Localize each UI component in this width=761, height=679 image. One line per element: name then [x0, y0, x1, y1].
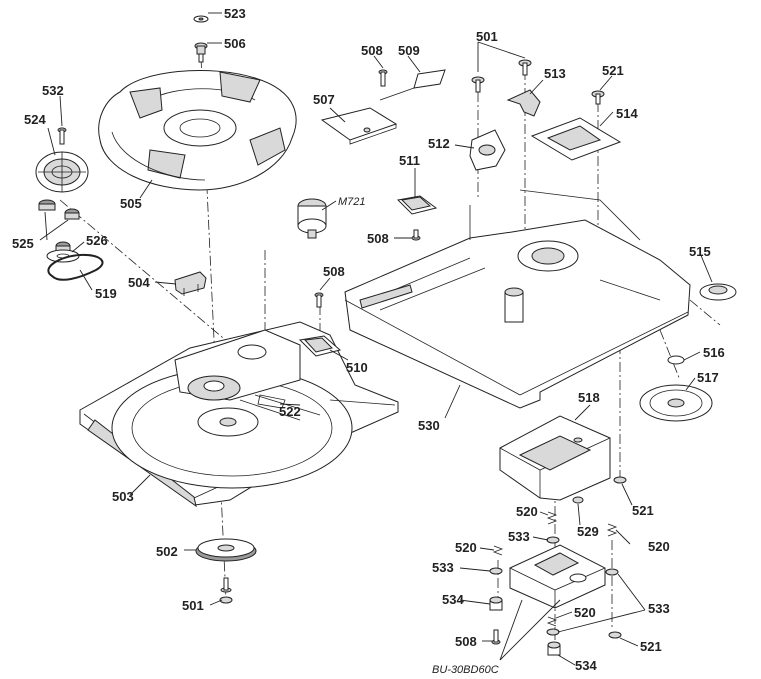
part-511-board	[396, 195, 438, 215]
label-533: 533	[648, 601, 670, 616]
part-516-washer	[667, 355, 685, 365]
label-507: 507	[313, 92, 335, 107]
label-509: 509	[398, 43, 420, 58]
label-516: 516	[703, 345, 725, 360]
label-534: 534	[442, 592, 464, 607]
label-526: 526	[86, 233, 108, 248]
label-520: 520	[574, 605, 596, 620]
label-517: 517	[697, 370, 719, 385]
label-521: 521	[640, 639, 662, 654]
label-504: 504	[128, 275, 150, 290]
part-521-screw-top	[591, 90, 605, 105]
part-518-pickup-frame	[499, 415, 611, 501]
label-508: 508	[361, 43, 383, 58]
label-518: 518	[578, 390, 600, 405]
label-523: 523	[224, 6, 246, 21]
part-520-springs	[492, 511, 618, 627]
part-502-tray-gear	[195, 538, 257, 562]
part-514-slider	[530, 117, 622, 161]
part-519-belt	[47, 253, 104, 281]
label-533: 533	[432, 560, 454, 575]
label-515: 515	[689, 244, 711, 259]
label-508: 508	[455, 634, 477, 649]
label-505: 505	[120, 196, 142, 211]
label-521: 521	[602, 63, 624, 78]
part-529-screw	[572, 496, 584, 504]
label-514: 514	[616, 106, 638, 121]
part-506-screw	[194, 42, 208, 63]
label-508: 508	[367, 231, 389, 246]
label-bu-30bd60c: BU-30BD60C	[432, 664, 499, 676]
label-521: 521	[632, 503, 654, 518]
label-522: 522	[279, 404, 301, 419]
label-520: 520	[455, 540, 477, 555]
part-512-cam	[469, 129, 506, 171]
label-502: 502	[156, 544, 178, 559]
part-501-screws-top	[471, 59, 532, 93]
part-522-spring	[257, 394, 286, 409]
label-511: 511	[399, 153, 420, 168]
label-519: 519	[95, 286, 117, 301]
label-529: 529	[577, 524, 599, 539]
part-labels: 523 506 508 509 501 513 521 532 507 514 …	[12, 6, 725, 676]
part-501-screw-bottom	[219, 577, 233, 604]
part-bu-30bd60c-optical-pickup	[509, 544, 606, 609]
part-524-gear-bracket	[35, 151, 89, 193]
part-523-washer	[193, 15, 209, 23]
part-525-gears	[38, 199, 80, 252]
part-507-sensor-board	[320, 107, 398, 145]
part-m721-motor	[297, 198, 327, 239]
label-513: 513	[544, 66, 566, 81]
label-512: 512	[428, 136, 450, 151]
part-521-screws	[608, 476, 627, 639]
label-524: 524	[24, 112, 46, 127]
part-509-flex-cable	[379, 69, 446, 101]
label-520: 520	[648, 539, 670, 554]
part-508-screw-mid	[411, 229, 421, 241]
label-501: 501	[182, 598, 204, 613]
part-513-lever	[506, 89, 541, 117]
label-520: 520	[516, 504, 538, 519]
label-534: 534	[575, 658, 597, 673]
part-508-screw-top	[378, 69, 388, 87]
part-515-pulley	[699, 283, 737, 301]
label-508: 508	[323, 264, 345, 279]
part-504-lever	[174, 271, 207, 296]
label-501: 501	[476, 29, 498, 44]
part-505-chassis-clamp	[98, 69, 297, 191]
part-534-spacers	[489, 596, 561, 656]
label-m721: M721	[338, 196, 366, 208]
label-532: 532	[42, 83, 64, 98]
part-508-screw-bottom	[491, 629, 501, 645]
part-510-board	[298, 335, 342, 357]
part-517-encoder-disc	[639, 384, 713, 422]
label-510: 510	[346, 360, 368, 375]
leader-lines	[39, 12, 713, 666]
label-533: 533	[508, 529, 530, 544]
part-503-disc-tray	[79, 321, 399, 508]
label-503: 503	[112, 489, 134, 504]
label-506: 506	[224, 36, 246, 51]
label-525: 525	[12, 236, 34, 251]
label-530: 530	[418, 418, 440, 433]
part-530-main-chassis	[344, 189, 691, 409]
part-508-screw-lower	[314, 292, 324, 308]
part-532-screw	[57, 127, 67, 145]
